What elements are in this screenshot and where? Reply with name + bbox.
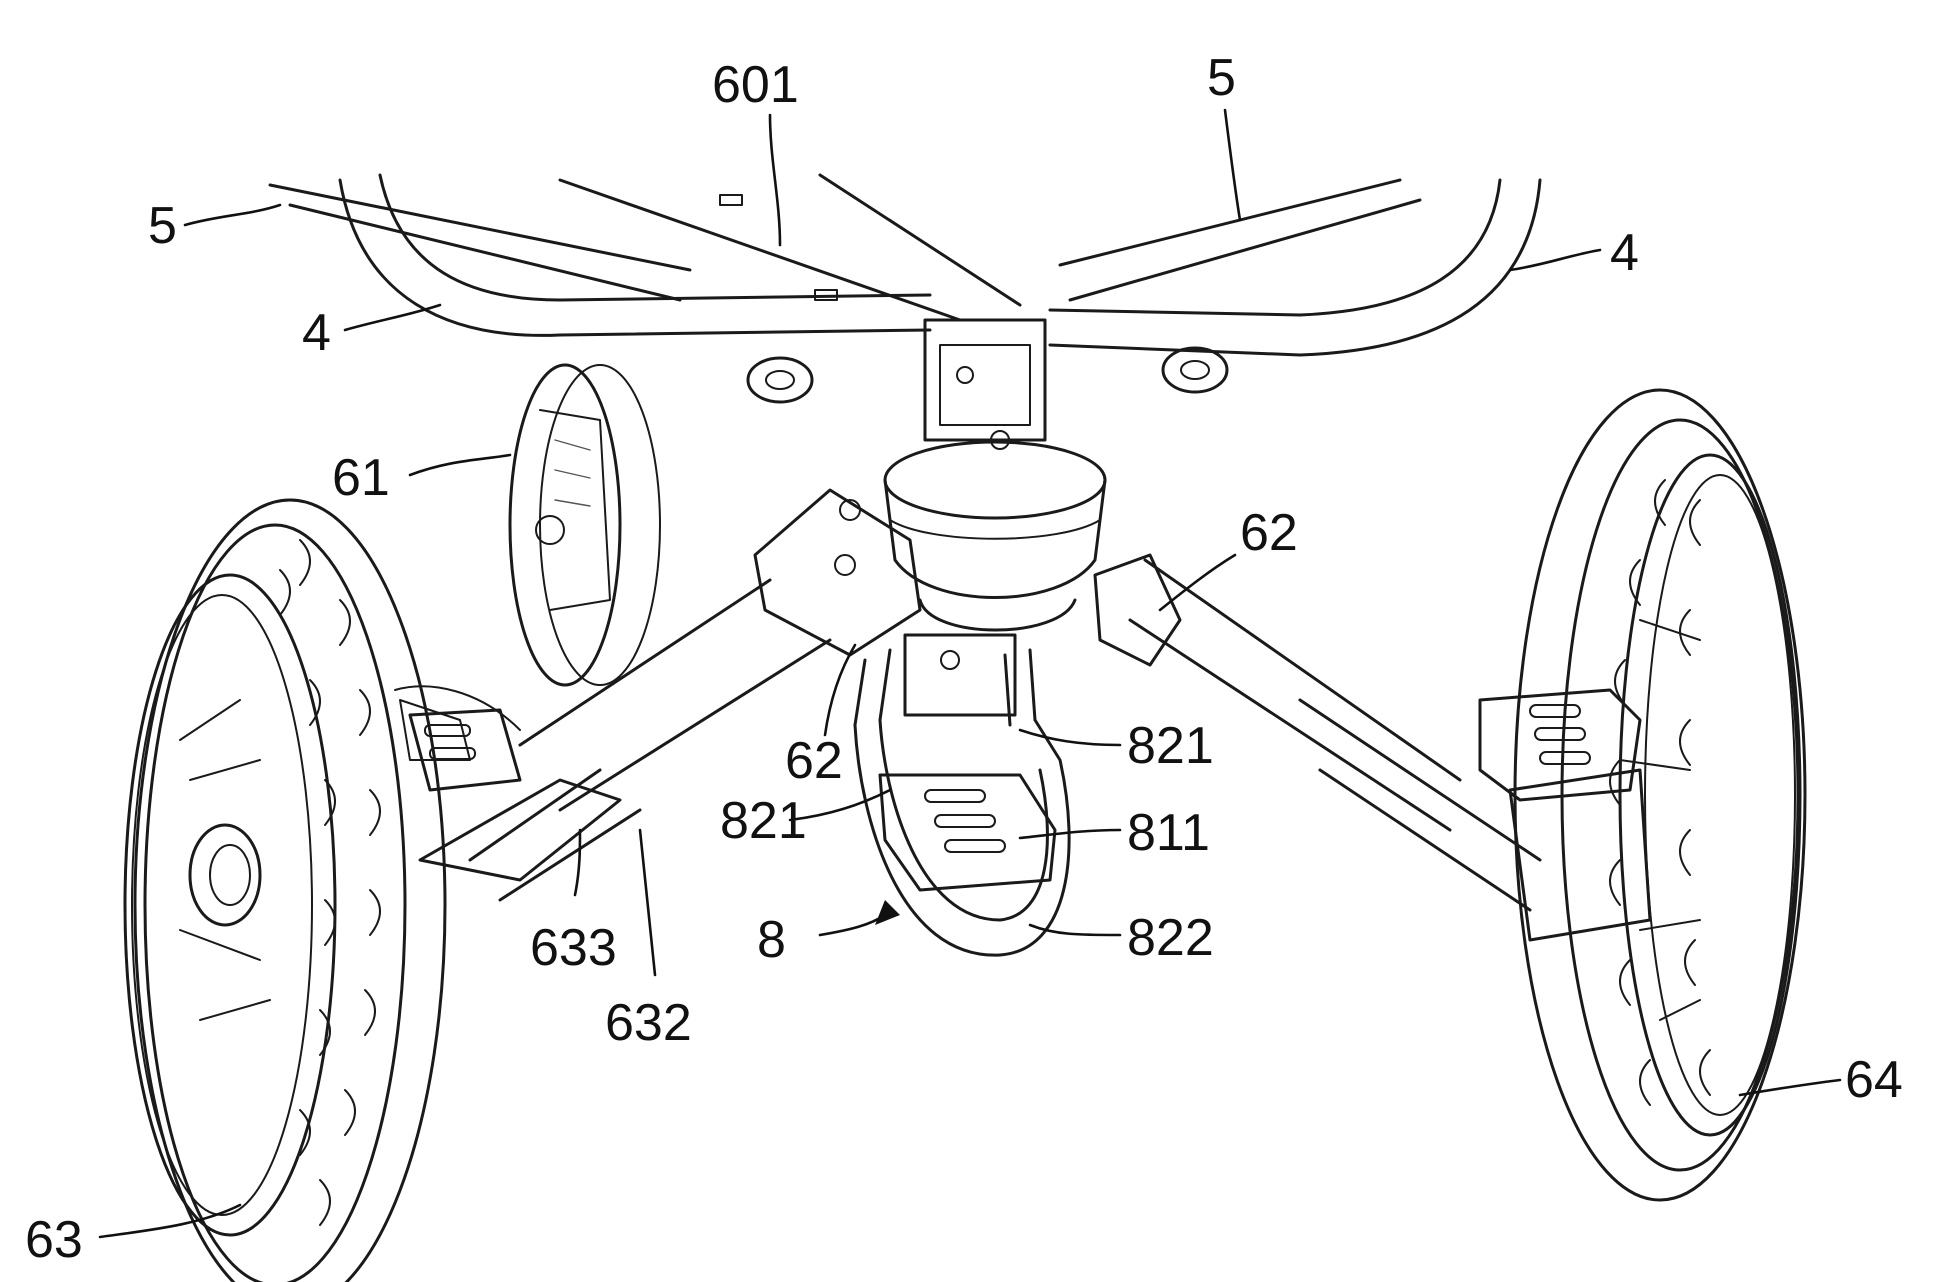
label-62-right: 62 <box>1240 504 1298 562</box>
assembly-arrowhead <box>875 900 900 925</box>
label-633: 633 <box>530 919 617 977</box>
leader-lines <box>100 110 1840 1237</box>
label-64: 64 <box>1845 1051 1903 1109</box>
label-4-left: 4 <box>302 304 331 362</box>
central-hub <box>885 442 1105 715</box>
label-821-upper: 821 <box>1127 717 1214 775</box>
upper-frame <box>270 175 1540 449</box>
label-61: 61 <box>332 449 390 507</box>
reference-labels: 601 5 5 4 4 61 62 62 821 821 811 8 822 6… <box>25 49 1903 1269</box>
leader-632 <box>640 830 655 975</box>
brake-disc <box>510 365 660 685</box>
leader-633 <box>575 830 580 895</box>
leader-62-right <box>1160 555 1235 610</box>
leader-5-left <box>185 205 280 225</box>
label-62-bottom: 62 <box>785 732 843 790</box>
label-821-lower: 821 <box>720 792 807 850</box>
leader-8 <box>820 915 885 935</box>
label-822: 822 <box>1127 909 1214 967</box>
leader-62-bottom <box>825 645 855 735</box>
leader-5-right <box>1225 110 1240 220</box>
leader-601 <box>770 115 780 245</box>
leader-821-upper <box>1020 730 1120 745</box>
label-5-top-right: 5 <box>1207 49 1236 107</box>
label-632: 632 <box>605 994 692 1052</box>
label-4-right: 4 <box>1610 224 1639 282</box>
label-811: 811 <box>1127 804 1210 862</box>
leader-4-left <box>345 305 440 330</box>
wheel-left <box>125 500 445 1282</box>
leader-61 <box>410 455 510 475</box>
label-5-top-left: 5 <box>148 197 177 255</box>
label-601: 601 <box>712 56 799 114</box>
label-8: 8 <box>757 911 786 969</box>
leader-4-right <box>1510 250 1600 270</box>
label-63: 63 <box>25 1211 83 1269</box>
